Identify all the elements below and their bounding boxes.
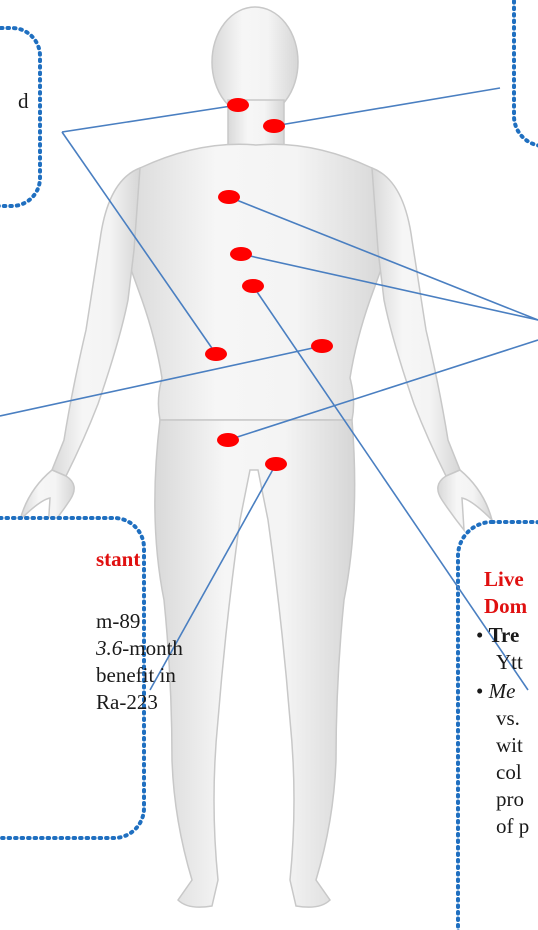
bullet-glyph: • [476, 679, 483, 703]
bottom-right-box-line: pro [496, 786, 524, 813]
bottom-right-box-line: wit [496, 732, 523, 759]
marker-dot [265, 457, 287, 471]
bottom-right-box-heading: Live [484, 566, 524, 593]
bottom-right-box-bold-text: Tre [489, 623, 520, 647]
info-box-top-right [514, 0, 538, 146]
marker-dot [218, 190, 240, 204]
top-left-box-text: d [18, 88, 29, 115]
bottom-right-box-bullet-item: • Tre [476, 622, 519, 649]
left-arm [52, 168, 140, 476]
info-box-top-left [0, 28, 40, 206]
marker-dot [230, 247, 252, 261]
bottom-left-box-line: 3.6-month [96, 635, 183, 662]
bottom-right-box-italic-text: Me [489, 679, 516, 703]
bottom-right-box-line: Ytt [496, 649, 523, 676]
bottom-left-box-heading: stant [96, 546, 140, 573]
bottom-right-box-line: vs. [496, 705, 520, 732]
right-arm [372, 168, 460, 476]
bottom-right-box-heading: Dom [484, 593, 527, 620]
bottom-right-box-line: col [496, 759, 522, 786]
marker-dot [311, 339, 333, 353]
bottom-left-box-line: m-89 [96, 608, 140, 635]
connector-line [62, 105, 238, 132]
marker-dot [227, 98, 249, 112]
bottom-left-box-italic-value: 3.6 [96, 636, 122, 660]
bottom-left-box-line: Ra-223 [96, 689, 158, 716]
connector-line [274, 88, 500, 126]
bottom-left-box-line: benefit in [96, 662, 176, 689]
marker-dot [242, 279, 264, 293]
bullet-glyph: • [476, 623, 483, 647]
marker-dot [263, 119, 285, 133]
bottom-right-box-bullet-item: • Me [476, 678, 515, 705]
legs [155, 420, 355, 907]
bottom-right-box-line: of p [496, 813, 529, 840]
marker-dot [217, 433, 239, 447]
bottom-left-box-text: -month [122, 636, 183, 660]
marker-dot [205, 347, 227, 361]
